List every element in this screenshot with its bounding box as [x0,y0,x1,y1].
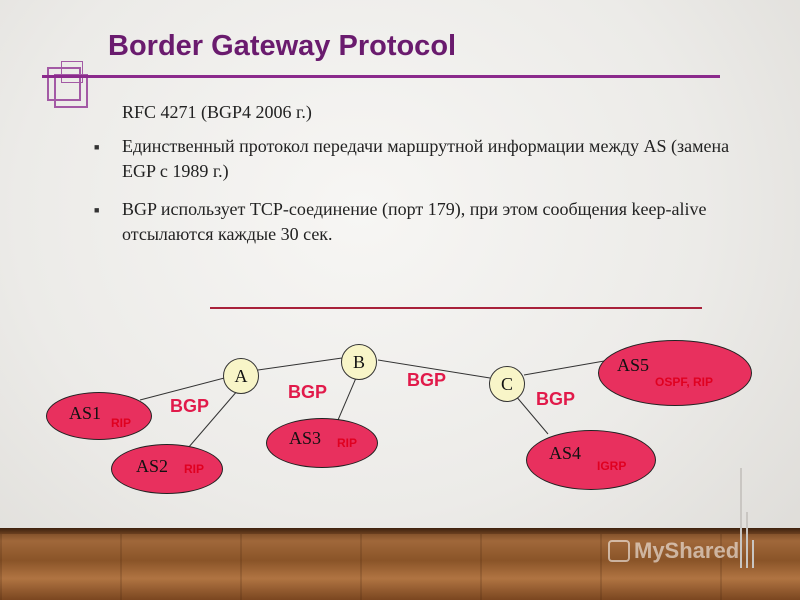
decor-line [752,540,754,568]
as3-protocol: RIP [337,436,357,450]
bgp-label-as1-a: BGP [170,396,209,417]
watermark-text: MyShared [634,538,739,563]
decor-line [740,468,742,568]
as4-label: AS4 [549,443,581,464]
as1-node: AS1 RIP [46,392,152,440]
watermark-logo: MyShared [608,538,739,564]
decor-line [746,512,748,568]
router-b: B [341,344,377,380]
bgp-label-b-c: BGP [407,370,446,391]
router-c: C [489,366,525,402]
watermark-icon [608,540,630,562]
as5-node: AS5 OSPF, RIP [598,340,752,406]
as2-protocol: RIP [184,462,204,476]
as5-label: AS5 [617,355,649,376]
router-a: A [223,358,259,394]
as5-protocol: OSPF, RIP [655,375,713,389]
as2-node: AS2 RIP [111,444,223,494]
as1-label: AS1 [69,403,101,424]
link-as3-b [338,378,356,420]
as1-protocol: RIP [111,416,131,430]
as3-node: AS3 RIP [266,418,378,468]
as4-node: AS4 IGRP [526,430,656,490]
as3-label: AS3 [289,428,321,449]
as4-protocol: IGRP [597,459,626,473]
link-a-b [258,358,342,370]
bgp-label-c-as4: BGP [536,389,575,410]
bgp-label-a-b: BGP [288,382,327,403]
as2-label: AS2 [136,456,168,477]
